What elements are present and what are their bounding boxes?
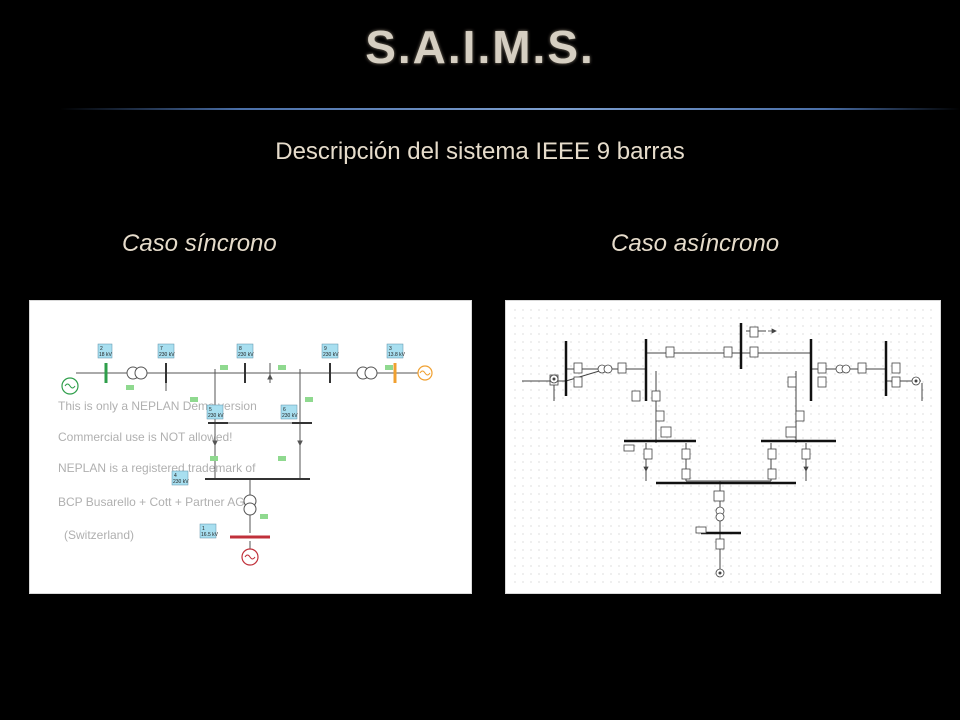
svg-text:16.5 kV: 16.5 kV <box>201 532 219 538</box>
synchronous-diagram-panel: This is only a NEPLAN Demo version Comme… <box>29 300 472 594</box>
svg-text:4: 4 <box>174 473 177 479</box>
transformer-icon <box>715 506 725 522</box>
slide-subtitle: Descripción del sistema IEEE 9 barras <box>275 138 685 165</box>
bus-label: 313.8 kV <box>386 343 406 359</box>
asynchronous-diagram-panel <box>505 300 941 594</box>
svg-text:7: 7 <box>160 346 163 352</box>
caption-asynchronous: Caso asíncrono <box>611 230 780 257</box>
svg-text:2: 2 <box>100 346 103 352</box>
svg-text:6: 6 <box>283 407 286 413</box>
svg-text:230 kV: 230 kV <box>159 352 175 358</box>
title-underline <box>60 108 960 110</box>
watermark-line: This is only a NEPLAN Demo version <box>58 399 257 413</box>
transformer-icon <box>597 364 613 374</box>
svg-text:1: 1 <box>202 526 205 532</box>
motor-icon <box>715 568 725 578</box>
breaker-boxes <box>549 326 901 550</box>
generator-icon <box>241 548 259 566</box>
svg-text:230 kV: 230 kV <box>173 479 189 485</box>
svg-text:230 kV: 230 kV <box>323 352 339 358</box>
motor-icon <box>549 374 559 384</box>
svg-text:230 kV: 230 kV <box>208 413 224 419</box>
bus-label: 116.5 kV <box>199 523 219 539</box>
transformer-icon <box>835 364 851 374</box>
load-arrow-icon <box>643 328 809 472</box>
svg-text:3: 3 <box>389 346 392 352</box>
slide-title: S.A.I.M.S. <box>365 21 595 73</box>
svg-text:230 kV: 230 kV <box>238 352 254 358</box>
watermark-line: Commercial use is NOT allowed! <box>58 430 233 444</box>
bus-bars <box>564 323 888 535</box>
transformer-icon <box>126 366 148 380</box>
bus-bars <box>165 363 331 480</box>
watermark-line: BCP Busarello + Cott + Partner AG <box>58 495 245 509</box>
caption-synchronous: Caso síncrono <box>122 230 277 257</box>
svg-text:8: 8 <box>239 346 242 352</box>
transformer-icon <box>356 366 378 380</box>
watermark-line: (Switzerland) <box>64 528 134 542</box>
motor-icon <box>911 376 921 386</box>
svg-text:13.8 kV: 13.8 kV <box>388 352 406 358</box>
asynchronous-diagram <box>512 307 934 587</box>
synchronous-diagram: This is only a NEPLAN Demo version Comme… <box>58 343 433 566</box>
svg-text:9: 9 <box>324 346 327 352</box>
flow-tags <box>126 365 393 519</box>
svg-text:230 kV: 230 kV <box>282 413 298 419</box>
svg-text:5: 5 <box>209 407 212 413</box>
load-arrow-icon <box>212 373 303 447</box>
generator-icon <box>61 377 79 395</box>
transformer-icon <box>243 494 257 516</box>
watermark-line: NEPLAN is a registered trademark of <box>58 461 256 475</box>
neplan-watermark: This is only a NEPLAN Demo version Comme… <box>58 399 257 542</box>
svg-text:18 kV: 18 kV <box>99 352 112 358</box>
bus-label: 218 kV <box>97 343 112 359</box>
generator-icon <box>417 365 433 381</box>
